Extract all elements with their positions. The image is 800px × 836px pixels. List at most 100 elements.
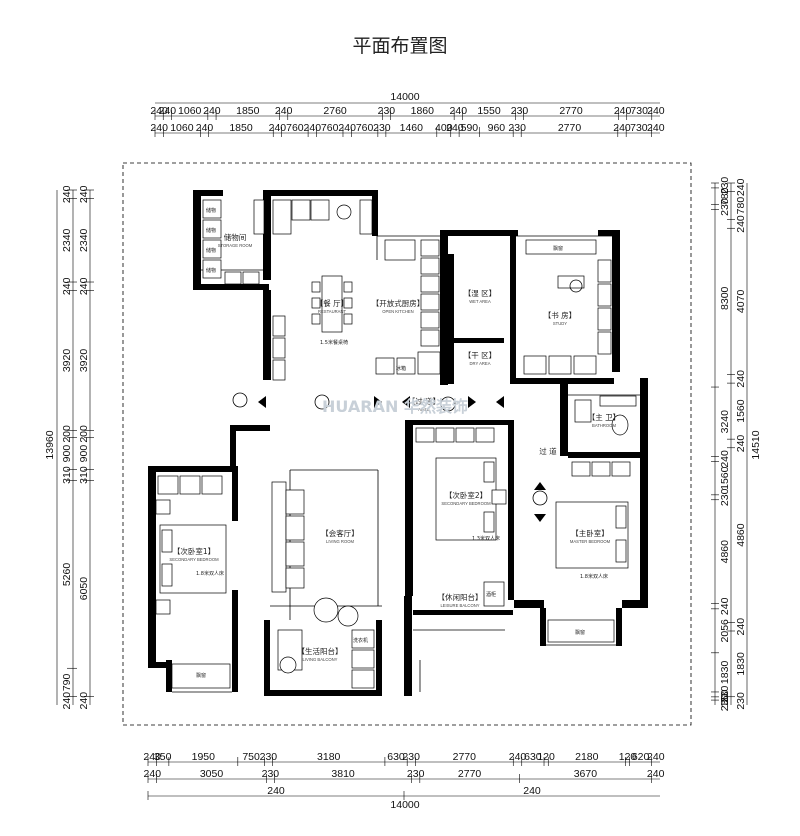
room-living-en: LIVING ROOM	[326, 539, 354, 544]
room-study-en: STUDY	[553, 321, 567, 326]
bottom-row1-dim: 120	[619, 751, 637, 763]
top-row1-dim: 240	[203, 105, 221, 117]
room-wet-area-en: WET AREA	[469, 299, 491, 304]
table-label: 1.5米餐桌椅	[320, 339, 348, 346]
right-row2-dim: 240	[735, 370, 747, 388]
room-living-balcony: 【生活阳台】	[298, 646, 343, 656]
right-row1-dim: 150	[719, 690, 731, 708]
master-bathroom-fixtures	[574, 395, 637, 436]
left-row1-dim: 240	[61, 277, 73, 295]
right-total-dim: 14510	[750, 430, 762, 459]
storage-cabinets: 储物 储物 储物 储物	[202, 199, 373, 285]
kitchen-cabinets: 冰箱	[272, 239, 441, 381]
bottom-row1-dim: 750	[242, 751, 260, 763]
room-kitchen-en: OPEN KITCHEN	[382, 309, 413, 314]
bottom-row1-dim: 350	[154, 751, 172, 763]
left-row1-dim: 200	[61, 425, 73, 443]
top-row2-dim: 230	[373, 122, 391, 134]
right-row1-dim: 4860	[719, 540, 731, 564]
left-row2-dim: 240	[78, 277, 90, 295]
top-row2-dim: 240	[613, 122, 631, 134]
top-row1-dim: 230	[511, 105, 529, 117]
aisle2-label: 过 道	[539, 446, 557, 456]
top-row2-dim: 760	[356, 122, 374, 134]
top-row1-dim: 1850	[236, 105, 260, 117]
top-row1-dim: 240	[614, 105, 632, 117]
bottom-row1-dim: 630	[524, 751, 542, 763]
top-row2-dim: 230	[508, 122, 526, 134]
bed1-label: 1.8米双人床	[196, 570, 224, 577]
room-leisure-balcony-en: LEISURE BALCONY	[440, 603, 479, 608]
storage-label: 储物	[206, 207, 216, 214]
left-row2-dim: 2340	[78, 228, 90, 252]
dining-table: 1.5米餐桌椅	[311, 275, 353, 346]
living-sofas	[271, 481, 359, 674]
bottom-row2-dim: 3670	[574, 768, 598, 780]
left-row1-dim: 310	[61, 466, 73, 484]
room-bathroom: 【主 卫】	[588, 412, 620, 422]
left-row2-dim: 240	[78, 185, 90, 203]
left-row2-dim: 900	[78, 445, 90, 463]
bottom-row2-dim: 230	[262, 768, 280, 780]
bottom-row3-dim: 240	[267, 785, 285, 797]
top-row2-dim: 730	[630, 122, 648, 134]
right-row2-dim: 240	[735, 435, 747, 453]
bed3-label: 1.8米双人床	[580, 573, 608, 580]
direction-arrows	[232, 279, 583, 522]
bed2-label: 1.3米双人床	[472, 535, 500, 542]
bottom-row2-dim: 3810	[331, 768, 355, 780]
room-storage-en: STORAGE ROOM	[218, 243, 253, 248]
top-row1-dim: 1860	[411, 105, 435, 117]
top-row2-dim: 400	[435, 122, 453, 134]
top-row1-dim: 730	[630, 105, 648, 117]
left-row2-dim: 240	[78, 692, 90, 710]
bottom-row1-dim: 230	[402, 751, 420, 763]
left-row2-dim: 310	[78, 466, 90, 484]
top-row2-dim: 240	[304, 122, 322, 134]
room-dry-area: 【干 区】	[464, 351, 496, 360]
master-furniture: 1.8米双人床 飘窗	[547, 461, 631, 643]
room-labels: 储物间 STORAGE ROOM 【餐 厅】 RESTAURANT 【开放式厨房…	[169, 232, 620, 662]
bottom-row2-dim: 230	[407, 768, 425, 780]
bottom-row1-dim: 620	[632, 751, 650, 763]
room-kitchen: 【开放式厨房】	[372, 298, 425, 308]
bay3-label: 飘窗	[575, 629, 585, 636]
right-row1-dim: 230	[719, 198, 731, 216]
room-living: 【会客厅】	[321, 528, 359, 538]
top-row2-dim: 240	[150, 122, 168, 134]
right-row1-dim: 230	[719, 685, 731, 703]
right-row1-dim: 240	[719, 597, 731, 615]
right-row1-dim: 8300	[719, 286, 731, 310]
bottom-row2-dim: 3050	[200, 768, 224, 780]
room-aisle: 【过 道】	[408, 396, 440, 406]
right-row2-dim: 4070	[735, 290, 747, 314]
left-row1-dim: 5260	[61, 563, 73, 587]
bottom-row1-dim: 240	[647, 751, 665, 763]
bottom-row1-dim: 3180	[317, 751, 341, 763]
top-row1-dim: 240	[647, 105, 665, 117]
left-row1-dim: 3920	[61, 349, 73, 373]
bottom-row1-dim: 2770	[453, 751, 477, 763]
top-row1-dim: 240	[450, 105, 468, 117]
bottom-row1-dim: 630	[387, 751, 405, 763]
walls	[148, 190, 648, 696]
washer-label: 洗衣机	[353, 637, 368, 644]
top-row2-dim: 590	[461, 122, 479, 134]
left-dimensions: 13960 240234024039202009003105260790240 …	[44, 185, 94, 709]
bottom-row1-dim: 2180	[575, 751, 599, 763]
right-row2-dim: 240	[735, 178, 747, 196]
bottom-row1-dim: 1950	[192, 751, 216, 763]
balcony-fixtures: 洗衣机 酒柜	[351, 581, 505, 689]
room-bedroom2: 【次卧室2】	[445, 490, 487, 500]
bottom-row1-dim: 120	[537, 751, 555, 763]
room-living-balcony-en: LIVING BALCONY	[303, 657, 338, 662]
left-row2-dim: 200	[78, 425, 90, 443]
interior-lines	[172, 235, 640, 693]
left-row2-dim: 6050	[78, 577, 90, 601]
top-row2-dim: 760	[286, 122, 304, 134]
top-row1-dim: 2760	[323, 105, 347, 117]
bottom-row2-dim: 240	[647, 768, 665, 780]
study-bay-label: 飘窗	[553, 245, 563, 252]
top-row1-dim: 240	[275, 105, 293, 117]
